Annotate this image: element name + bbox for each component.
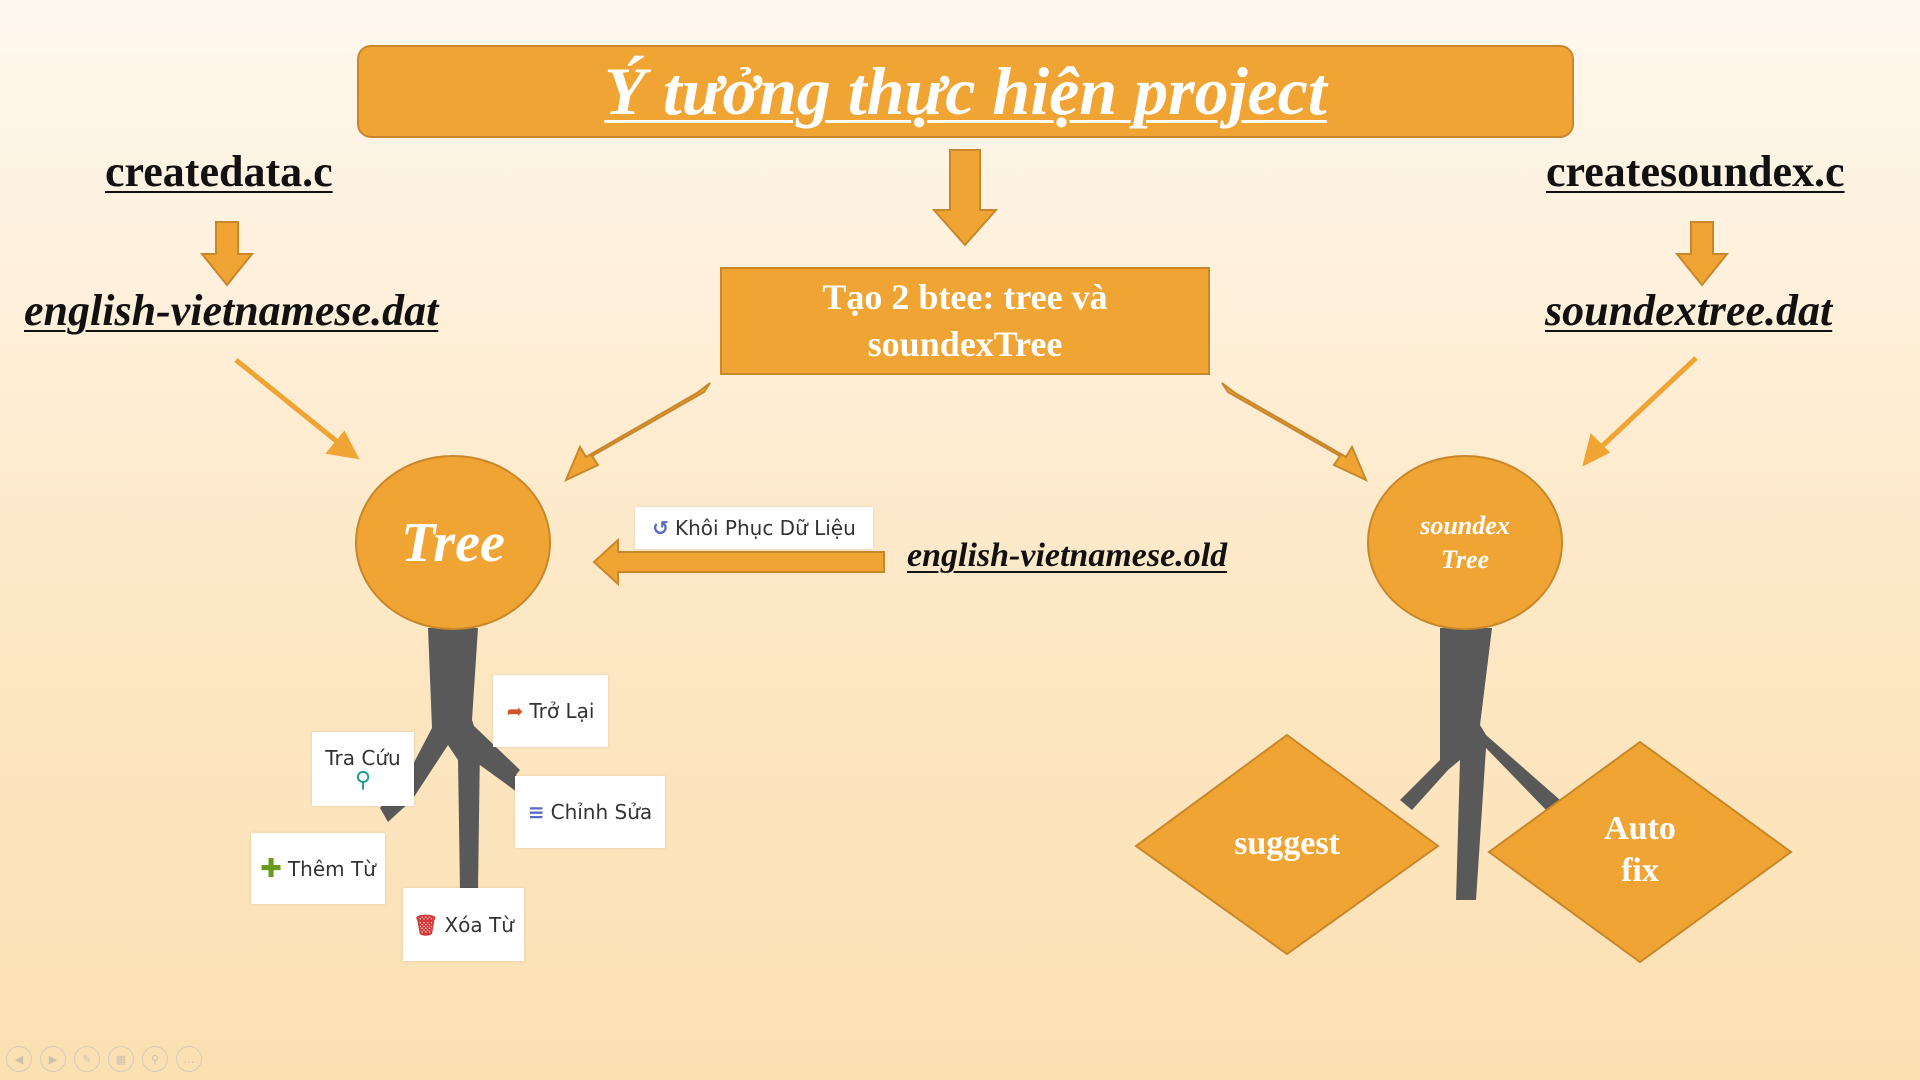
arrow-title-down [931,149,999,247]
suggest-label: suggest [1234,825,1340,862]
add-word-button[interactable]: ✚ Thêm Từ [251,833,385,904]
autofix-line2: fix [1621,852,1659,889]
prev-slide-icon[interactable]: ◀ [6,1046,32,1072]
back-button[interactable]: ➦ Trở Lại [493,675,608,747]
autofix-line1: Auto [1604,810,1676,847]
restore-data-button[interactable]: ↺ Khôi Phục Dữ Liệu [635,507,873,549]
create-btree-line1: Tạo 2 btee: tree và [822,277,1108,317]
undo-arrow-icon: ➦ [506,699,524,723]
edit-icon: ≡ [527,800,545,824]
autofix-label: Auto fix [1540,808,1740,892]
search-icon: ⚲ [354,768,372,793]
back-label: Trở Lại [529,699,595,723]
more-options-icon[interactable]: … [176,1046,202,1072]
tree-trunk-left [380,628,480,890]
delete-word-label: Xóa Từ [444,912,514,937]
tree-label: Tree [401,511,505,574]
english-old-label: english-vietnamese.old [907,537,1228,574]
edit-button[interactable]: ≡ Chỉnh Sửa [515,776,665,848]
restore-icon: ↺ [652,516,669,540]
tree-branch-right [466,724,520,782]
arrow-soundexdat-to-sx [1596,356,1698,452]
delete-word-button[interactable]: 🗑 Xóa Từ [403,888,524,961]
next-slide-icon[interactable]: ▶ [40,1046,66,1072]
title-box: Ý tưởng thực hiện project [357,45,1574,138]
zoom-icon[interactable]: ⚲ [142,1046,168,1072]
soundex-tree-line2: Tree [1440,544,1490,574]
suggest-diamond [1134,733,1440,956]
lookup-label: Tra Cứu [325,746,401,770]
page-title: Ý tưởng thực hiện project [604,53,1327,129]
trash-icon: 🗑 [413,912,439,937]
slides-grid-icon[interactable]: ▦ [108,1046,134,1072]
autofix-diamond [1487,740,1793,964]
create-btree-box: Tạo 2 btee: tree và soundexTree [720,267,1210,375]
tree-node: Tree [355,455,551,630]
soundex-tree-node: soundex Tree [1367,455,1563,630]
arrow-center-to-tree [564,382,711,483]
createdata-label: createdata.c [105,147,333,196]
soundex-trunk [1400,628,1560,900]
arrow-dat-to-tree [234,358,342,446]
soundex-tree-line1: soundex [1420,510,1510,540]
lookup-button[interactable]: Tra Cứu ⚲ [312,732,414,806]
add-word-label: Thêm Từ [287,856,376,881]
pen-icon[interactable]: ✎ [74,1046,100,1072]
soundex-dat-label: soundextree.dat [1545,286,1833,335]
arrow-center-to-soundex [1221,382,1368,483]
create-btree-line2: soundexTree [867,324,1063,364]
plus-icon: ✚ [260,853,282,884]
createsoundex-label: createsoundex.c [1546,147,1845,196]
arrow-old-left [592,537,885,587]
slideshow-controls: ◀ ▶ ✎ ▦ ⚲ … [6,1046,202,1072]
english-dat-label: english-vietnamese.dat [24,286,439,335]
arrow-createdata-down [199,221,255,287]
edit-label: Chỉnh Sửa [550,800,653,824]
arrow-createsoundex-down [1674,221,1730,287]
restore-data-label: Khôi Phục Dữ Liệu [674,516,856,540]
